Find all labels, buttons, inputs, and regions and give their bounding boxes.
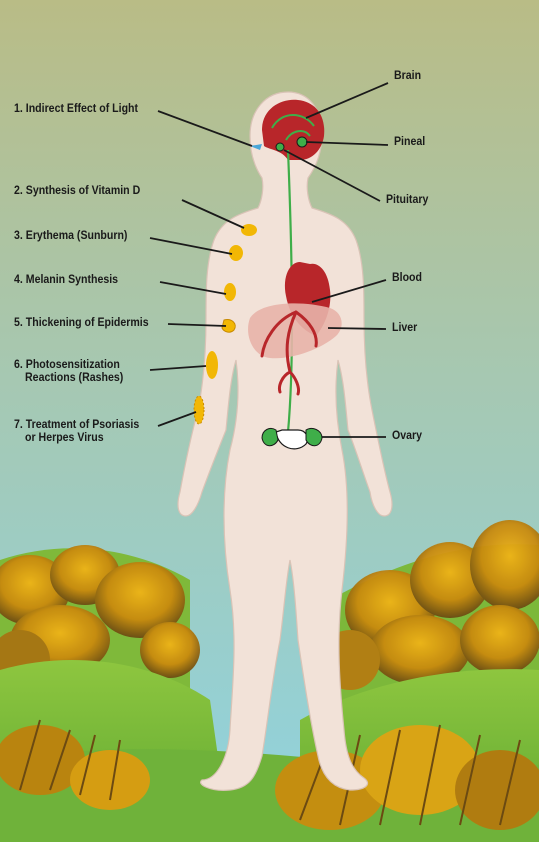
spot-vitamin-d <box>241 224 257 236</box>
label-photosensitization: 6. Photosensitization Reactions (Rashes) <box>14 359 123 385</box>
label-blood: Blood <box>392 272 422 285</box>
left-ovary <box>262 428 278 445</box>
spot-melanin <box>224 283 236 301</box>
spot-treatment <box>194 396 204 424</box>
spot-photosensitization <box>206 351 218 379</box>
label-pituitary: Pituitary <box>386 194 428 207</box>
pineal-node <box>297 137 307 147</box>
label-photosensitization-line-2: Reactions (Rashes) <box>14 372 123 385</box>
label-erythema: 3. Erythema (Sunburn) <box>14 230 127 243</box>
label-treatment-line-2: or Herpes Virus <box>14 432 139 445</box>
label-treatment-psoriasis: 7. Treatment of Psoriasis or Herpes Viru… <box>14 419 139 445</box>
label-treatment-line-1: 7. Treatment of Psoriasis <box>14 419 139 432</box>
label-thickening-epidermis: 5. Thickening of Epidermis <box>14 317 149 330</box>
label-pineal: Pineal <box>394 136 425 149</box>
pituitary-node <box>276 143 284 151</box>
label-brain: Brain <box>394 70 421 83</box>
leader-liver <box>328 328 386 329</box>
label-melanin-synthesis: 4. Melanin Synthesis <box>14 274 118 287</box>
label-synthesis-vitamin-d: 2. Synthesis of Vitamin D <box>14 185 140 198</box>
label-photosensitization-line-1: 6. Photosensitization <box>14 359 123 372</box>
label-ovary: Ovary <box>392 430 422 443</box>
label-liver: Liver <box>392 322 417 335</box>
label-indirect-effect-of-light: 1. Indirect Effect of Light <box>14 103 138 116</box>
